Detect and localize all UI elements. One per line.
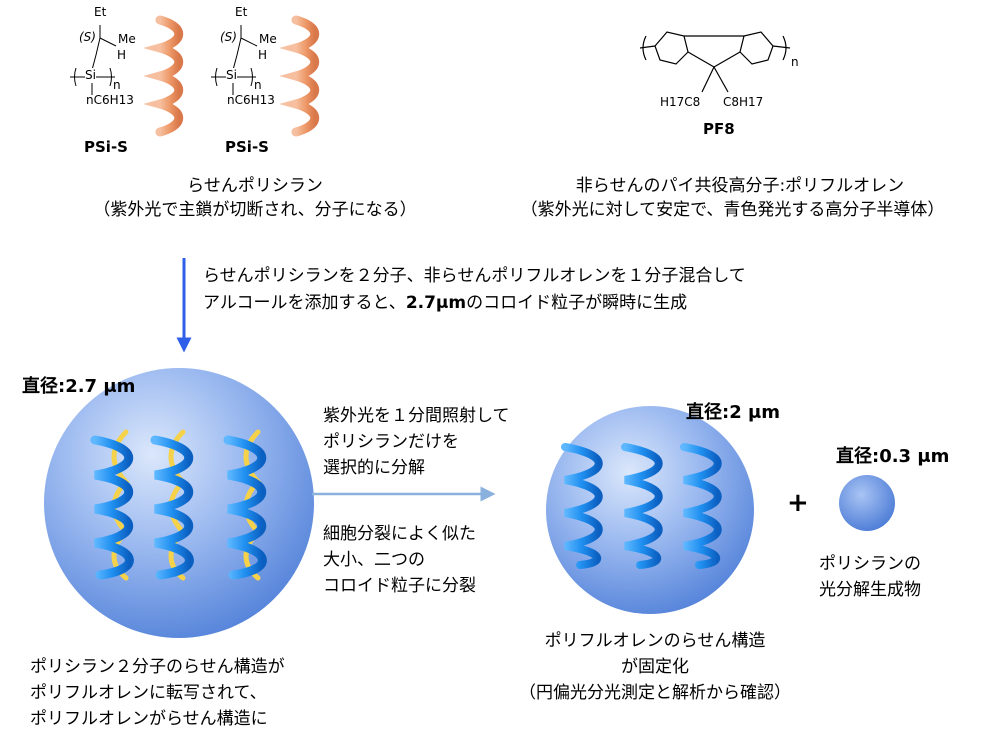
step2-b2: 大小、二つの [323, 550, 425, 570]
psi2-label: PSi-S [225, 138, 269, 156]
pf8-n: n [791, 55, 799, 69]
psi1-si: Si [85, 68, 96, 82]
psi2-h: H [258, 48, 268, 62]
psi1-n: n [113, 78, 121, 92]
polysilane-caption-1: らせんポリシラン [187, 176, 323, 196]
large-diameter-label: 直径:2.7 μm [22, 376, 136, 397]
medium-sphere-helices [561, 443, 722, 569]
psi2-et: Et [235, 5, 248, 19]
psi1-et: Et [94, 5, 107, 19]
plus-sign: + [787, 488, 809, 518]
bottom-left-line1: ポリシラン２分子のらせん構造が [30, 657, 285, 677]
psi1-label: PSi-S [84, 138, 128, 156]
large-sphere-helices [90, 429, 267, 581]
psi1-me: Me [118, 32, 136, 46]
bottom-mid-line2: が固定化 [621, 657, 689, 677]
psi1-h: H [117, 48, 127, 62]
step2-a2: ポリシランだけを [323, 432, 459, 452]
pf8-sub-right: C8H17 [723, 95, 764, 109]
bottom-right-line1: ポリシランの [819, 554, 921, 574]
medium-diameter-label: 直径:2 μm [686, 402, 780, 423]
psi2-me: Me [259, 32, 277, 46]
step2-b3: コロイド粒子に分裂 [323, 576, 476, 596]
polyfluorene-caption-2: （紫外光に対して安定で、青色発光する高分子半導体） [520, 200, 945, 220]
small-colloid-sphere [839, 475, 895, 531]
step2-a1: 紫外光を１分間照射して [323, 406, 510, 426]
step2-b1: 細胞分裂によく似た [323, 524, 476, 544]
psi1-c6h13: nC6H13 [86, 93, 134, 107]
orange-helix-2 [279, 15, 320, 137]
polyfluorene-caption-1: 非らせんのパイ共役高分子:ポリフルオレン [575, 176, 905, 196]
polysilane-caption-2: （紫外光で主鎖が切断され、分子になる） [93, 200, 417, 220]
step1-line2: アルコールを添加すると、2.7μmのコロイド粒子が瞬時に生成 [203, 293, 688, 313]
bottom-mid-line3: （円偏光分光測定と解析から確認） [519, 683, 791, 703]
psi2-si: Si [226, 68, 237, 82]
bottom-left-line2: ポリフルオレンに転写されて、 [30, 683, 267, 703]
orange-helix-1 [143, 15, 184, 137]
step2-a3: 選択的に分解 [323, 458, 425, 478]
bottom-right-line2: 光分解生成物 [819, 580, 921, 600]
small-diameter-label: 直径:0.3 μm [836, 446, 950, 467]
bottom-left-line3: ポリフルオレンがらせん構造に [30, 709, 268, 729]
pf8-label: PF8 [703, 120, 735, 138]
psi1-s: (S) [79, 30, 96, 44]
psi2-s: (S) [220, 30, 237, 44]
psi2-n: n [254, 78, 262, 92]
bottom-mid-line1: ポリフルオレンのらせん構造 [544, 631, 766, 651]
pf8-sub-left: H17C8 [660, 95, 701, 109]
step1-line1: らせんポリシランを２分子、非らせんポリフルオレンを１分子混合して [203, 266, 746, 286]
psi2-c6h13: nC6H13 [227, 93, 275, 107]
pf8-structure [639, 31, 791, 93]
